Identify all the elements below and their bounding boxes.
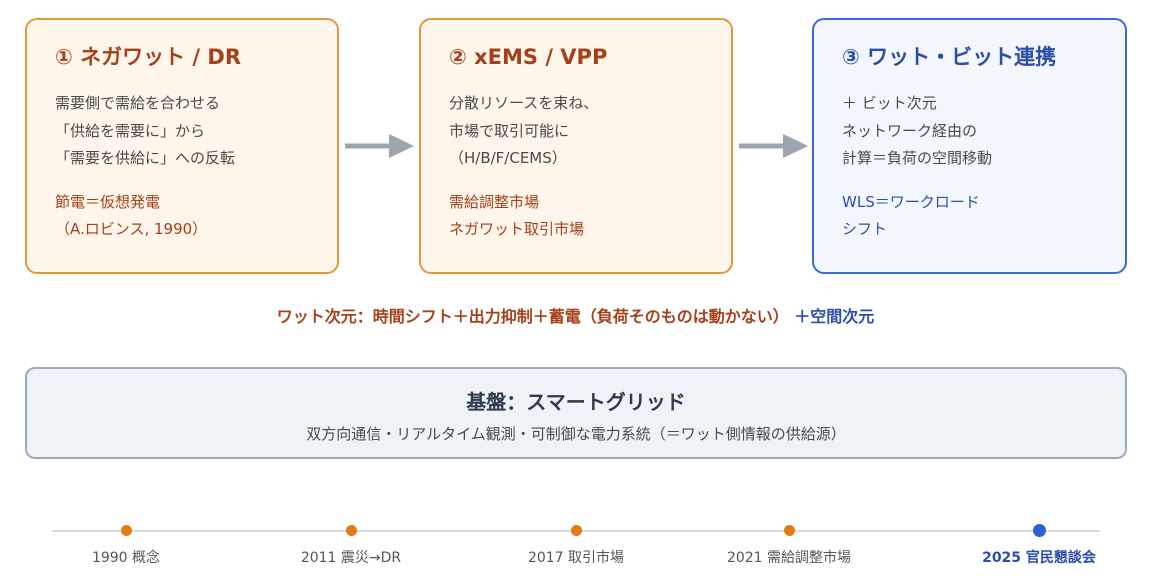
timeline-dot	[571, 525, 582, 536]
card-title: ② xEMS / VPP	[449, 45, 608, 69]
card-body-line: ネットワーク経由の	[842, 121, 978, 140]
timeline-label: 2011 震災→DR	[300, 550, 402, 566]
timeline-dot	[121, 525, 132, 536]
card-body-line: 「供給を需要に」から	[55, 121, 206, 140]
card-body-line: 需要側で需給を合わせる	[55, 94, 221, 112]
card-note-line: 節電＝仮想発電	[55, 192, 161, 211]
space-dimension-text: ＋空間次元	[794, 307, 875, 326]
watt-dimension-text: ワット次元：時間シフト＋出力抑制＋蓄電（負荷そのものは動かない）	[276, 307, 789, 326]
timeline-dot-current	[1033, 524, 1046, 537]
card-note-line: WLS＝ワークロード	[842, 192, 980, 211]
card-title: ③ ワット・ビット連携	[842, 45, 1057, 69]
card-body-line: 「需要を供給に」への反転	[55, 149, 236, 167]
dimension-summary: ワット次元：時間シフト＋出力抑制＋蓄電（負荷そのものは動かない） ＋空間次元	[0, 303, 1151, 327]
timeline-label: 2021 需給調整市場	[726, 550, 852, 566]
card-negawatt-dr: ① ネガワット / DR 需要側で需給を合わせる 「供給を需要に」から 「需要を…	[25, 18, 339, 274]
card-xems-vpp: ② xEMS / VPP 分散リソースを束ね、 市場で取引可能に （H/B/F/…	[419, 18, 733, 274]
timeline: 1990 概念 2011 震災→DR 2017 取引市場 2021 需給調整市場…	[0, 510, 1151, 586]
timeline-dot	[784, 525, 795, 536]
right-arrow-icon	[345, 134, 414, 158]
card-watt-bit-coordination: ③ ワット・ビット連携 ＋ ビット次元 ネットワーク経由の 計算＝負荷の空間移動…	[812, 18, 1127, 274]
foundation-title: 基盤：スマートグリッド	[466, 390, 686, 414]
card-body-line: 分散リソースを束ね、	[449, 94, 599, 112]
card-title: ① ネガワット / DR	[55, 45, 241, 69]
right-arrow-icon	[739, 134, 808, 158]
timeline-label-current: 2025 官民懇談会	[982, 550, 1096, 566]
card-note-line: 需給調整市場	[449, 192, 540, 211]
foundation-smart-grid: 基盤：スマートグリッド 双方向通信・リアルタイム観測・可制御な電力系統（＝ワット…	[25, 367, 1127, 459]
card-body-line: 市場で取引可能に	[449, 121, 570, 140]
card-note-line: ネガワット取引市場	[449, 220, 585, 238]
timeline-dot	[346, 525, 357, 536]
card-body-line: （H/B/F/CEMS）	[449, 149, 567, 167]
card-body-line: 計算＝負荷の空間移動	[842, 149, 993, 167]
timeline-label: 2017 取引市場	[527, 550, 625, 566]
timeline-label: 1990 概念	[91, 550, 161, 566]
card-note-line: シフト	[842, 220, 888, 238]
foundation-subtitle: 双方向通信・リアルタイム観測・可制御な電力系統（＝ワット側情報の供給源）	[306, 425, 846, 443]
card-note-line: （A.ロビンス, 1990）	[55, 220, 208, 238]
card-body-line: ＋ ビット次元	[842, 94, 937, 112]
